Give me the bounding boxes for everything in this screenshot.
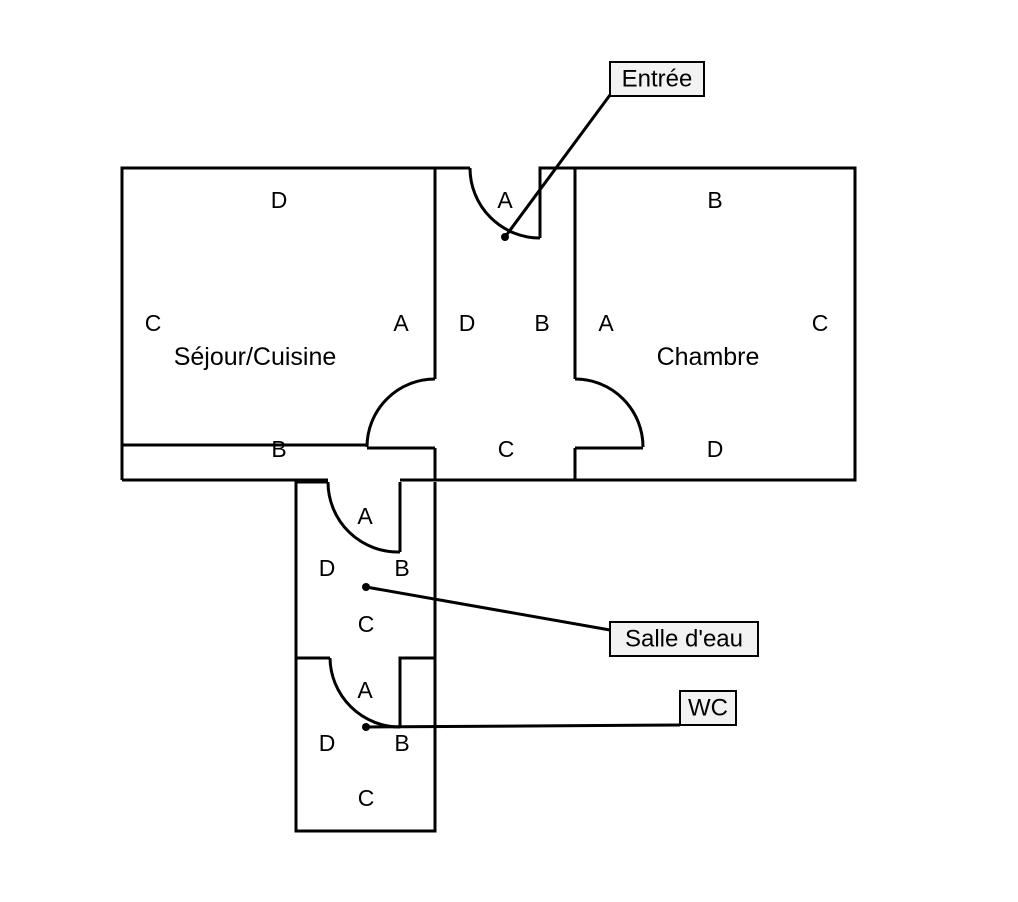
wc-wall-a: A (357, 677, 373, 703)
sejour-wall-c: C (145, 310, 162, 336)
salle-deau-leader-dot (362, 583, 370, 591)
room-name-sejour: Séjour/Cuisine (174, 343, 337, 371)
chambre-wall-b: B (707, 187, 722, 213)
entree-wall-b: B (534, 310, 549, 336)
entree-leader-line (503, 94, 612, 238)
wc-wall-b: B (394, 730, 409, 756)
callout-wc: WC (679, 690, 737, 726)
chambre-door-swing (574, 377, 645, 448)
sejour-wall-d: D (271, 187, 288, 213)
wc-wall-d: D (319, 730, 336, 756)
wet-block-outline (294, 480, 437, 833)
sejour-walls (120, 166, 437, 447)
wc-wall-c: C (358, 785, 375, 811)
room-name-chambre: Chambre (657, 343, 760, 371)
salle-deau-leader-line (365, 585, 611, 632)
salle-deau-wall-d: D (319, 555, 336, 581)
salle-deau-door-swing (326, 481, 401, 554)
callout-salle-deau-label: Salle d'eau (625, 626, 743, 653)
salle-deau-wall-b: B (394, 555, 409, 581)
wc-leader-dot (362, 723, 370, 731)
entree-wall-d: D (459, 310, 476, 336)
salle-deau-wall-a: A (357, 503, 373, 529)
sejour-wall-a: A (393, 310, 409, 336)
wc-top-wall-right (398, 656, 435, 727)
sejour-wall-b: B (271, 436, 286, 462)
chambre-wall-a: A (598, 310, 614, 336)
wc-leader-line (365, 723, 681, 729)
callout-entree-label: Entrée (622, 66, 693, 93)
callout-wc-label: WC (688, 695, 728, 722)
entree-wall-c: C (498, 436, 515, 462)
entree-top-wall-right (538, 166, 575, 238)
chambre-walls (575, 166, 857, 482)
chambre-wall-c: C (812, 310, 829, 336)
callout-entree: Entrée (609, 61, 705, 97)
sejour-door-swing (365, 377, 436, 448)
callout-salle-deau: Salle d'eau (609, 621, 759, 657)
chambre-wall-d: D (707, 436, 724, 462)
entree-door-swing (468, 167, 541, 240)
entree-leader-dot (501, 233, 509, 241)
salle-deau-wall-c: C (358, 611, 375, 637)
entree-wall-a: A (497, 187, 513, 213)
